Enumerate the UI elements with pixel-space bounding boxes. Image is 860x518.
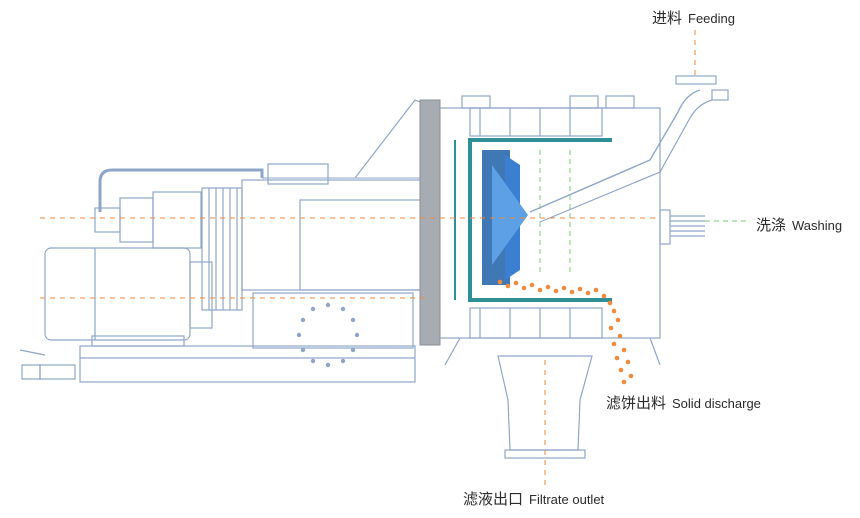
washing-label-zh: 洗涤 [756,216,787,234]
door-frame [419,99,441,346]
hydraulic-pipe [98,168,264,212]
filtrate-outlet-label: 滤液出口 Filtrate outlet [463,492,604,508]
feed-pipe [529,75,729,223]
solid-discharge-particles [497,279,634,385]
washing-nozzles [659,209,705,245]
feeding-label: 进料 Feeding [652,11,735,27]
feeding-label-zh: 进料 [652,9,683,27]
support-plate [299,199,426,291]
drain-valve [19,349,76,380]
base-frame [79,345,416,383]
washing-label-en: Washing [792,218,843,233]
bolt-circle [296,302,360,368]
solid-discharge-label-en: Solid discharge [672,396,761,411]
centrifuge-housing [429,95,661,366]
washing-label: 洗涤 Washing [756,218,842,234]
solid-discharge-label-zh: 滤饼出料 [606,394,667,412]
filtrate-outlet-label-zh: 滤液出口 [463,490,524,508]
feeding-label-en: Feeding [688,11,735,26]
solid-discharge-label: 滤饼出料 Solid discharge [606,396,761,412]
filter-basket [454,138,612,302]
motor-support-block [252,292,414,349]
motor [44,247,213,347]
filtrate-outlet-label-en: Filtrate outlet [529,492,605,507]
